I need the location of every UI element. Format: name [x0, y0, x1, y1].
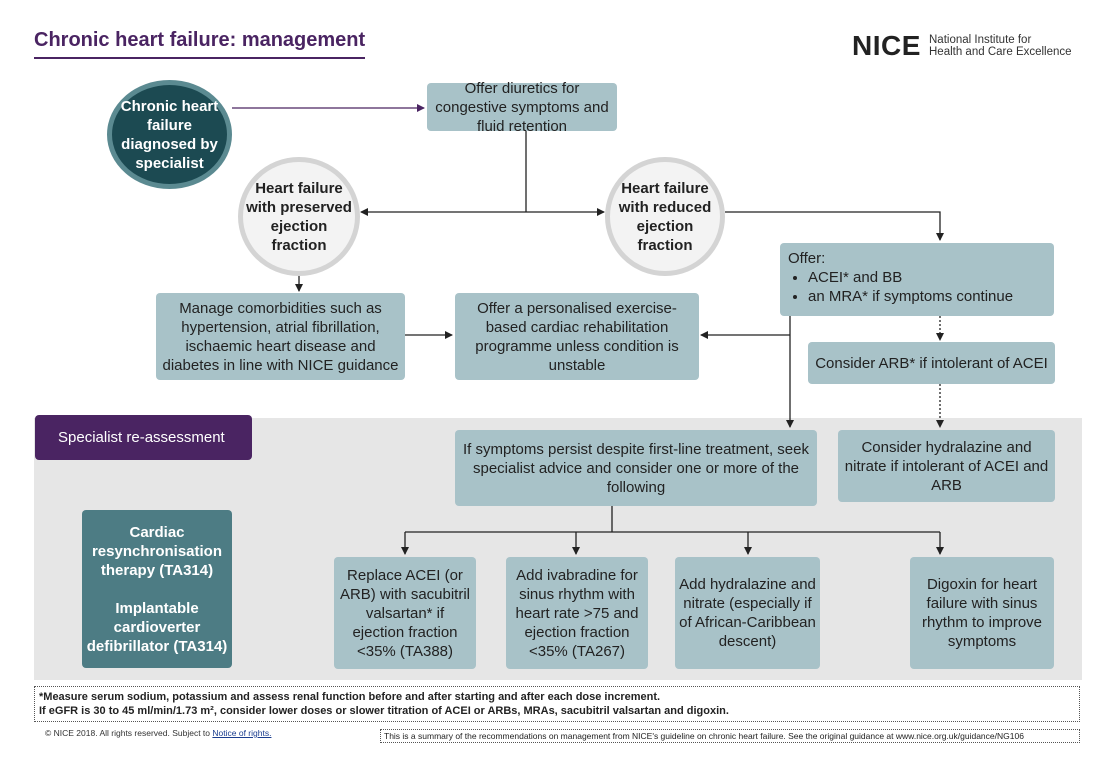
- sacubitril-box: Replace ACEI (or ARB) with sacubitril va…: [334, 557, 476, 669]
- specialist-reassessment-label: Specialist re-assessment: [35, 415, 252, 460]
- arrow-hfref-to-offer: [725, 211, 944, 241]
- offer-box: Offer: ACEI* and BB an MRA* if symptoms …: [780, 243, 1054, 316]
- persist-text: If symptoms persist despite first-line t…: [463, 440, 809, 496]
- footnote-line-2: If eGFR is 30 to 45 ml/min/1.73 m², cons…: [39, 705, 729, 717]
- hydralazine-nitrate-box: Add hydralazine and nitrate (especially …: [675, 557, 820, 669]
- hydralazine-arb-text: Consider hydralazine and nitrate if into…: [844, 438, 1049, 494]
- icd-text: Implantable cardioverter defibrillator (…: [86, 599, 228, 655]
- copyright-text: © NICE 2018. All rights reserved. Subjec…: [45, 728, 211, 738]
- rehabilitation-box: Offer a personalised exercise-based card…: [455, 293, 699, 380]
- offer-title: Offer:: [788, 250, 826, 267]
- diuretics-text: Offer diuretics for congestive symptoms …: [435, 79, 609, 135]
- logo-wordmark: NICE: [852, 30, 921, 61]
- hydralazine-nitrate-text: Add hydralazine and nitrate (especially …: [679, 576, 816, 650]
- footnote-box: *Measure serum sodium, potassium and ass…: [34, 686, 1080, 722]
- guidance-summary: This is a summary of the recommendations…: [380, 729, 1080, 743]
- notice-of-rights-link[interactable]: Notice of rights.: [212, 728, 272, 738]
- arb-box: Consider ARB* if intolerant of ACEI: [808, 342, 1055, 384]
- offer-item: an MRA* if symptoms continue: [808, 287, 1046, 306]
- offer-item: ACEI* and BB: [808, 268, 1046, 287]
- ivabradine-box: Add ivabradine for sinus rhythm with hea…: [506, 557, 648, 669]
- digoxin-text: Digoxin for heart failure with sinus rhy…: [921, 576, 1043, 650]
- device-therapy-box: Cardiac resynchronisation therapy (TA314…: [82, 510, 232, 668]
- diuretics-box: Offer diuretics for congestive symptoms …: [427, 80, 617, 135]
- page-title: Chronic heart failure: management: [34, 29, 366, 59]
- digoxin-box: Digoxin for heart failure with sinus rhy…: [910, 557, 1054, 669]
- ivabradine-text: Add ivabradine for sinus rhythm with hea…: [515, 566, 639, 660]
- start-circle: Chronic heart failure diagnosed by speci…: [107, 80, 232, 189]
- sacubitril-text: Replace ACEI (or ARB) with sacubitril va…: [339, 566, 471, 660]
- hydralazine-arb-box: Consider hydralazine and nitrate if into…: [838, 430, 1055, 502]
- footnote-line-1: *Measure serum sodium, potassium and ass…: [39, 691, 661, 703]
- copyright: © NICE 2018. All rights reserved. Subjec…: [45, 728, 271, 738]
- hfpef-circle: Heart failure with preserved ejection fr…: [238, 157, 360, 276]
- persist-box: If symptoms persist despite first-line t…: [455, 430, 817, 506]
- logo-subtitle: National Institute for Health and Care E…: [929, 34, 1072, 58]
- rehabilitation-text: Offer a personalised exercise-based card…: [475, 299, 679, 374]
- logo-subtitle-line-1: National Institute for: [929, 34, 1032, 46]
- crt-text: Cardiac resynchronisation therapy (TA314…: [91, 523, 223, 579]
- arb-text: Consider ARB* if intolerant of ACEI: [815, 354, 1048, 372]
- hfref-circle: Heart failure with reduced ejection frac…: [605, 157, 725, 276]
- logo-subtitle-line-2: Health and Care Excellence: [929, 46, 1072, 58]
- comorbidities-text: Manage comorbidities such as hypertensio…: [162, 299, 399, 374]
- comorbidities-box: Manage comorbidities such as hypertensio…: [156, 293, 405, 380]
- offer-list: ACEI* and BB an MRA* if symptoms continu…: [788, 268, 1046, 306]
